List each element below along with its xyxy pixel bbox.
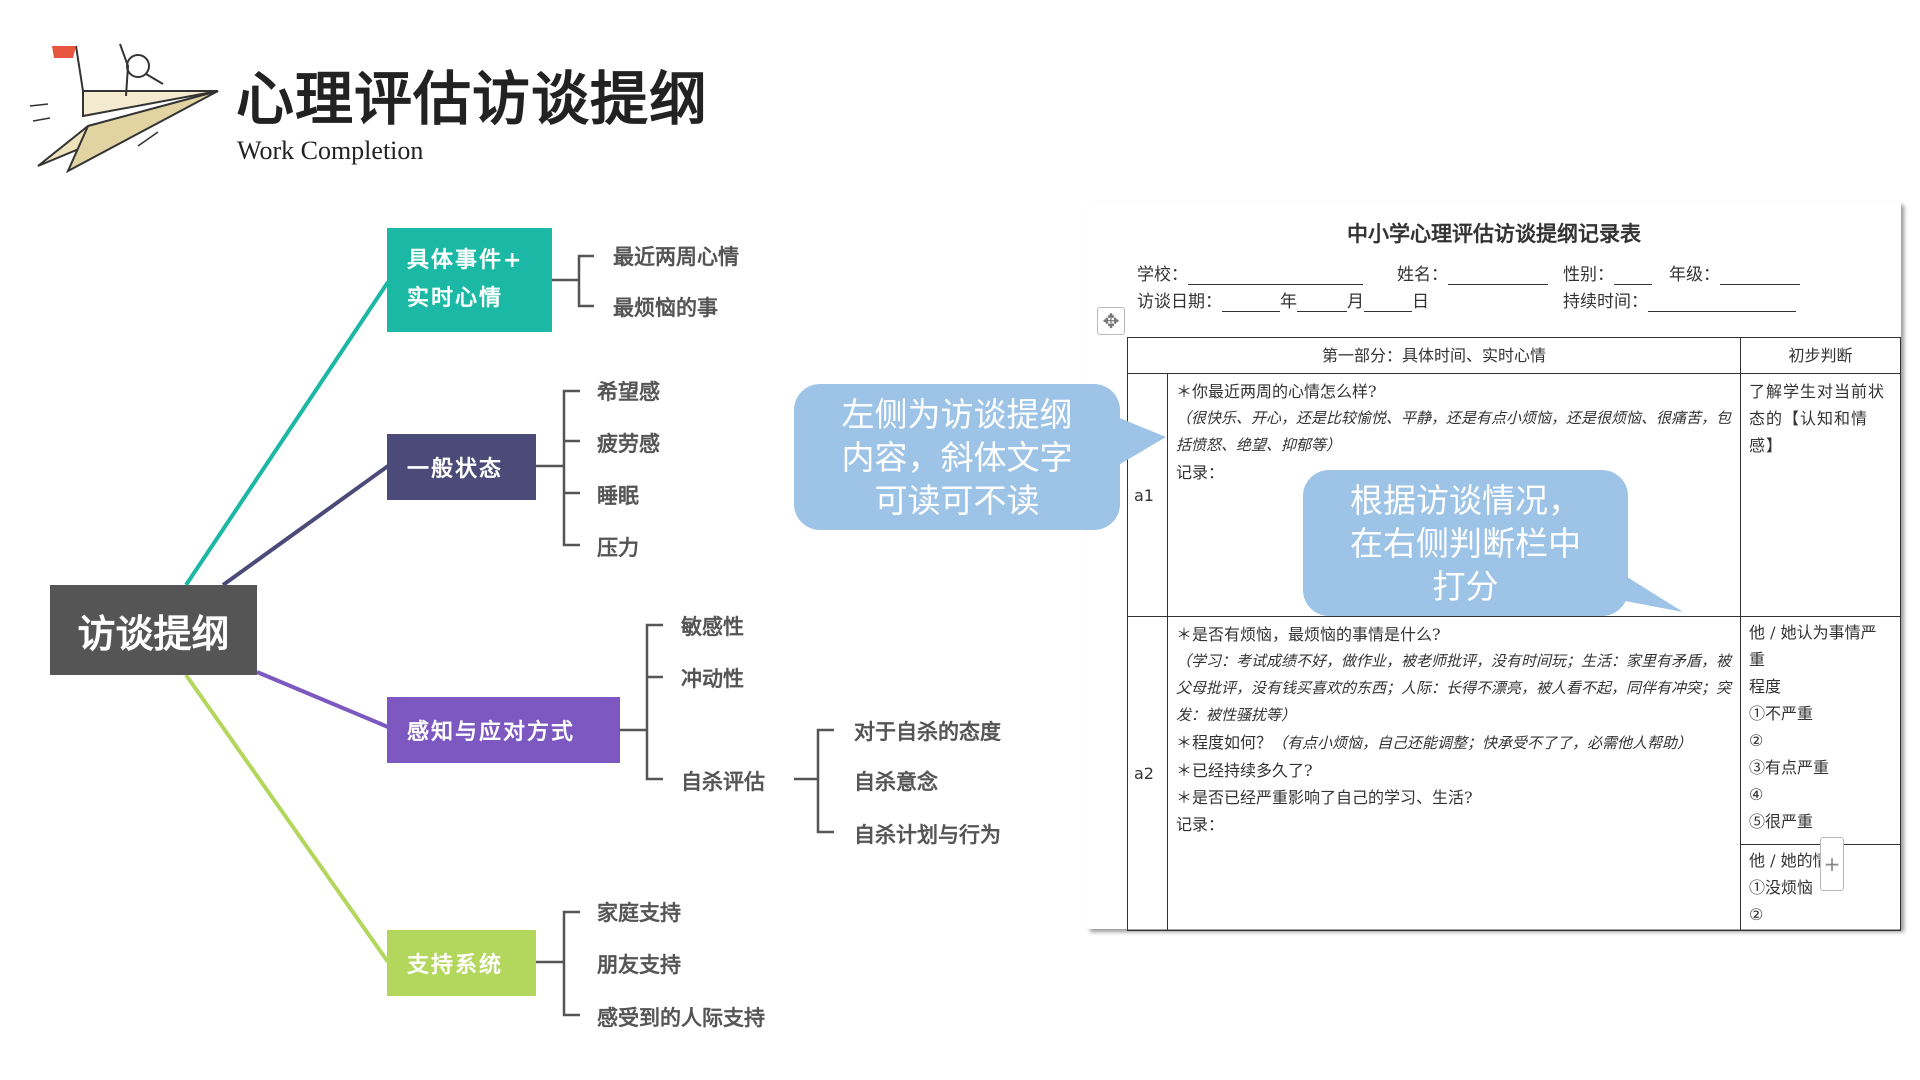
callout-text: 可读可不读 xyxy=(874,480,1040,520)
leaf: 家庭支持 xyxy=(597,901,681,925)
callout-text: 打分 xyxy=(1432,566,1499,606)
score-option[interactable]: ④ xyxy=(1749,785,1764,804)
sub-leaf: 自杀意念 xyxy=(854,770,938,794)
branch-label: 实时心情 xyxy=(407,286,504,311)
score-option[interactable]: ①没烦恼 xyxy=(1749,878,1814,897)
sub-leaf: 对于自杀的态度 xyxy=(854,720,1001,744)
leaf: 感受到的人际支持 xyxy=(597,1006,765,1030)
mindmap-center-node: 访谈提纲 xyxy=(50,585,257,675)
leaf: 冲动性 xyxy=(681,667,744,691)
question: ＊你最近两周的心情怎么样? xyxy=(1176,382,1377,401)
leaf: 希望感 xyxy=(597,380,660,404)
name-field[interactable]: 姓名： xyxy=(1397,260,1548,285)
branch-node-events-mood: 具体事件+ 实时心情 xyxy=(387,228,552,332)
leaf: 自杀评估 xyxy=(681,770,765,794)
move-handle-icon[interactable]: ✥ xyxy=(1097,307,1125,335)
document-title: 中小学心理评估访谈提纲记录表 xyxy=(1347,221,1641,246)
field-label: 年 xyxy=(1280,292,1297,312)
field-label: 月 xyxy=(1347,292,1364,312)
field-label: 学校： xyxy=(1137,265,1188,285)
score-option[interactable]: ② xyxy=(1749,905,1764,924)
field-label: 日 xyxy=(1412,292,1429,312)
branch-label: 一般状态 xyxy=(407,457,504,482)
score-option[interactable]: ② xyxy=(1749,731,1764,750)
leaf: 最近两周心情 xyxy=(613,245,739,269)
record-label: 记录： xyxy=(1176,463,1225,482)
center-label: 访谈提纲 xyxy=(77,611,230,656)
record-label: 记录： xyxy=(1176,815,1225,834)
field-label: 姓名： xyxy=(1397,265,1448,285)
question-hint: （学习：考试成绩不好，做作业，被老师批评，没有时间玩；生活：家里有矛盾，被父母批… xyxy=(1176,652,1732,724)
callout-text: 内容，斜体文字 xyxy=(841,437,1073,477)
branch-label: 感知与应对方式 xyxy=(407,720,576,745)
question: ＊是否有烦恼，最烦恼的事情是什么? xyxy=(1176,625,1441,644)
question: ＊已经持续多久了? xyxy=(1176,761,1313,780)
field-label: 持续时间： xyxy=(1563,292,1648,312)
duration-field[interactable]: 持续时间： xyxy=(1563,287,1796,312)
grade-field[interactable]: 年级： xyxy=(1669,260,1800,285)
school-field[interactable]: 学校： xyxy=(1137,260,1363,285)
sub-leaf: 自杀计划与行为 xyxy=(854,823,1001,847)
callout-text: 左侧为访谈提纲 xyxy=(841,394,1073,434)
paper-plane-logo xyxy=(29,43,219,174)
branch-node-general-state: 一般状态 xyxy=(387,434,536,500)
row-id: a2 xyxy=(1127,616,1168,931)
field-label: 性别： xyxy=(1563,265,1614,285)
question-hint: （很快乐、开心，还是比较愉悦、平静，还是有点小烦恼，还是很烦恼、很痛苦，包括愤怒… xyxy=(1176,409,1732,454)
callout-right-instruction: 根据访谈情况， 在右侧判断栏中 打分 xyxy=(1303,470,1628,616)
score-option[interactable]: ①不严重 xyxy=(1749,704,1814,723)
score-option[interactable]: ⑤很严重 xyxy=(1749,812,1814,831)
page-title: 心理评估访谈提纲 xyxy=(236,65,709,133)
gender-field[interactable]: 性别： xyxy=(1563,260,1652,285)
leaf: 敏感性 xyxy=(681,615,744,639)
score-option[interactable]: ③有点严重 xyxy=(1749,758,1830,777)
leaf: 最烦恼的事 xyxy=(613,296,718,320)
leaf: 压力 xyxy=(597,536,639,560)
branch-node-support-system: 支持系统 xyxy=(387,930,536,996)
question: ＊是否已经严重影响了自己的学习、生活? xyxy=(1176,788,1473,807)
page-subtitle: Work Completion xyxy=(237,136,424,165)
question-cell[interactable]: ＊是否有烦恼，最烦恼的事情是什么? （学习：考试成绩不好，做作业，被老师批评，没… xyxy=(1167,616,1741,931)
branch-label: 支持系统 xyxy=(407,953,504,978)
section-header: 第一部分：具体时间、实时心情 xyxy=(1127,337,1741,374)
leaf: 睡眠 xyxy=(597,484,639,508)
callout-text: 在右侧判断栏中 xyxy=(1350,523,1581,563)
add-row-button[interactable]: + xyxy=(1820,837,1844,891)
question: ＊程度如何？ xyxy=(1176,733,1273,752)
branch-node-perception-coping: 感知与应对方式 xyxy=(387,697,620,763)
branch-label: 具体事件+ xyxy=(407,248,524,273)
judge-cell[interactable]: 了解学生对当前状态的【认知和情感】 xyxy=(1740,373,1901,617)
leaf: 疲劳感 xyxy=(597,432,660,456)
date-field[interactable]: 访谈日期： 年 月 日 xyxy=(1137,287,1429,312)
judge-text: 程度 xyxy=(1749,677,1782,696)
question-hint: （有点小烦恼，自己还能调整；快承受不了了，必需他人帮助） xyxy=(1272,734,1693,752)
callout-text: 根据访谈情况， xyxy=(1350,480,1581,520)
judge-header: 初步判断 xyxy=(1740,337,1901,374)
field-label: 年级： xyxy=(1669,265,1720,285)
field-label: 访谈日期： xyxy=(1137,292,1222,312)
leaf: 朋友支持 xyxy=(597,953,681,977)
callout-left-instruction: 左侧为访谈提纲 内容，斜体文字 可读可不读 xyxy=(794,384,1120,530)
judge-text: 他 / 她认为事情严重 xyxy=(1749,623,1877,669)
